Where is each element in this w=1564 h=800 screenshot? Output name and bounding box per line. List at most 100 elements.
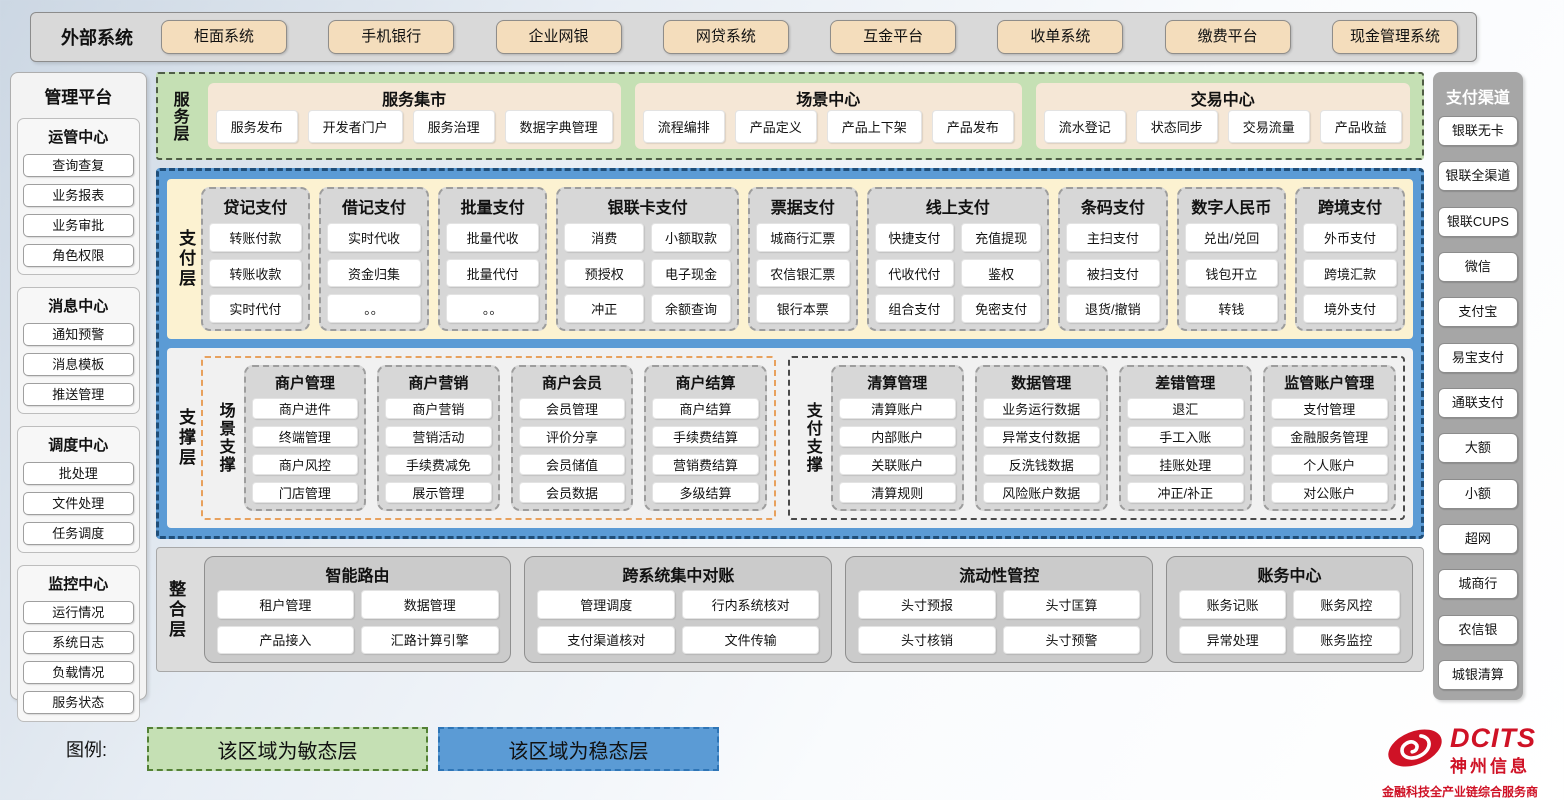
- payment-channel-button[interactable]: 支付宝: [1437, 297, 1518, 328]
- payment-channel-button[interactable]: 微信: [1437, 251, 1518, 282]
- support-item-button[interactable]: 关联账户: [838, 454, 956, 475]
- support-item-button[interactable]: 金融服务管理: [1270, 426, 1388, 447]
- external-system-button[interactable]: 缴费平台: [1164, 20, 1291, 54]
- payment-item-button[interactable]: 。。: [327, 294, 421, 324]
- integration-item-button[interactable]: 头寸核销: [858, 625, 996, 654]
- management-item-button[interactable]: 业务审批: [23, 214, 134, 237]
- support-item-button[interactable]: 商户营销: [385, 398, 492, 419]
- payment-item-button[interactable]: 钱包开立: [1184, 258, 1279, 288]
- payment-item-button[interactable]: 外币支付: [1303, 223, 1397, 252]
- payment-item-button[interactable]: 小额取款: [651, 223, 731, 252]
- payment-item-button[interactable]: 充值提现: [961, 223, 1042, 252]
- integration-item-button[interactable]: 异常处理: [1179, 625, 1286, 654]
- support-item-button[interactable]: 业务运行数据: [982, 398, 1100, 419]
- payment-item-button[interactable]: 电子现金: [651, 258, 731, 288]
- payment-item-button[interactable]: 组合支付: [874, 294, 955, 324]
- support-item-button[interactable]: 异常支付数据: [982, 426, 1100, 447]
- support-item-button[interactable]: 商户风控: [251, 454, 359, 475]
- external-system-button[interactable]: 企业网银: [495, 20, 622, 54]
- management-item-button[interactable]: 负载情况: [23, 661, 134, 684]
- support-item-button[interactable]: 营销费结算: [652, 454, 759, 475]
- integration-item-button[interactable]: 文件传输: [681, 625, 820, 654]
- payment-item-button[interactable]: 被扫支付: [1066, 258, 1160, 288]
- integration-item-button[interactable]: 账务监控: [1293, 625, 1400, 654]
- integration-item-button[interactable]: 头寸预警: [1002, 625, 1141, 654]
- support-item-button[interactable]: 手续费减免: [385, 454, 492, 475]
- support-item-button[interactable]: 手工入账: [1126, 426, 1244, 447]
- integration-item-button[interactable]: 行内系统核对: [681, 590, 820, 619]
- service-item-button[interactable]: 流程编排: [642, 110, 725, 143]
- service-item-button[interactable]: 交易流量: [1227, 110, 1310, 143]
- external-system-button[interactable]: 网贷系统: [662, 20, 789, 54]
- management-item-button[interactable]: 文件处理: [23, 492, 134, 515]
- payment-item-button[interactable]: 转账付款: [208, 223, 303, 252]
- external-system-button[interactable]: 收单系统: [997, 20, 1124, 54]
- management-item-button[interactable]: 服务状态: [23, 691, 134, 714]
- support-item-button[interactable]: 退汇: [1126, 398, 1244, 419]
- support-item-button[interactable]: 清算规则: [838, 482, 956, 503]
- payment-item-button[interactable]: 主扫支付: [1066, 223, 1160, 252]
- payment-item-button[interactable]: 城商行汇票: [755, 223, 850, 252]
- support-item-button[interactable]: 手续费结算: [652, 426, 759, 447]
- integration-item-button[interactable]: 账务风控: [1293, 590, 1400, 619]
- service-item-button[interactable]: 数据字典管理: [504, 110, 613, 143]
- payment-channel-button[interactable]: 易宝支付: [1437, 342, 1518, 373]
- payment-channel-button[interactable]: 城商行: [1437, 569, 1518, 600]
- payment-item-button[interactable]: 境外支付: [1303, 294, 1397, 324]
- support-item-button[interactable]: 风险账户数据: [982, 482, 1100, 503]
- integration-item-button[interactable]: 支付渠道核对: [537, 625, 675, 654]
- integration-item-button[interactable]: 管理调度: [537, 590, 675, 619]
- payment-channel-button[interactable]: 小额: [1437, 478, 1518, 509]
- payment-item-button[interactable]: 银行本票: [755, 294, 850, 324]
- service-item-button[interactable]: 服务治理: [412, 110, 495, 143]
- support-item-button[interactable]: 评价分享: [518, 426, 626, 447]
- payment-item-button[interactable]: 退货/撤销: [1066, 294, 1160, 324]
- payment-item-button[interactable]: 转钱: [1184, 294, 1279, 324]
- support-item-button[interactable]: 终端管理: [251, 426, 359, 447]
- service-item-button[interactable]: 流水登记: [1043, 110, 1126, 143]
- support-item-button[interactable]: 多级结算: [652, 482, 759, 503]
- payment-item-button[interactable]: 资金归集: [327, 258, 421, 288]
- service-item-button[interactable]: 产品收益: [1319, 110, 1402, 143]
- support-item-button[interactable]: 反洗钱数据: [982, 454, 1100, 475]
- service-item-button[interactable]: 产品上下架: [826, 110, 922, 143]
- support-item-button[interactable]: 会员储值: [518, 454, 626, 475]
- payment-item-button[interactable]: 农信银汇票: [755, 258, 850, 288]
- integration-item-button[interactable]: 数据管理: [361, 590, 499, 619]
- payment-channel-button[interactable]: 农信银: [1437, 614, 1518, 645]
- payment-channel-button[interactable]: 城银清算: [1437, 659, 1518, 690]
- management-item-button[interactable]: 系统日志: [23, 631, 134, 654]
- support-item-button[interactable]: 商户结算: [652, 398, 759, 419]
- management-item-button[interactable]: 通知预警: [23, 323, 134, 346]
- payment-item-button[interactable]: 冲正: [564, 294, 645, 324]
- payment-channel-button[interactable]: 银联无卡: [1437, 116, 1518, 146]
- payment-item-button[interactable]: 。。: [445, 294, 540, 324]
- service-item-button[interactable]: 产品发布: [931, 110, 1014, 143]
- support-item-button[interactable]: 会员数据: [518, 482, 626, 503]
- payment-item-button[interactable]: 实时代付: [208, 294, 303, 324]
- payment-item-button[interactable]: 转账收款: [208, 258, 303, 288]
- service-item-button[interactable]: 服务发布: [215, 110, 298, 143]
- integration-item-button[interactable]: 汇路计算引擎: [361, 625, 499, 654]
- support-item-button[interactable]: 展示管理: [385, 482, 492, 503]
- management-item-button[interactable]: 推送管理: [23, 383, 134, 406]
- service-item-button[interactable]: 状态同步: [1135, 110, 1218, 143]
- integration-item-button[interactable]: 账务记账: [1179, 590, 1286, 619]
- external-system-button[interactable]: 柜面系统: [161, 20, 287, 54]
- payment-channel-button[interactable]: 大额: [1437, 433, 1518, 464]
- support-item-button[interactable]: 对公账户: [1270, 482, 1388, 503]
- payment-item-button[interactable]: 免密支付: [961, 294, 1042, 324]
- payment-item-button[interactable]: 鉴权: [961, 258, 1042, 288]
- management-item-button[interactable]: 角色权限: [23, 244, 134, 267]
- payment-item-button[interactable]: 预授权: [564, 258, 645, 288]
- payment-channel-button[interactable]: 通联支付: [1437, 387, 1518, 418]
- integration-item-button[interactable]: 头寸匡算: [1002, 590, 1141, 619]
- payment-channel-button[interactable]: 银联全渠道: [1437, 161, 1518, 192]
- integration-item-button[interactable]: 头寸预报: [858, 590, 996, 619]
- support-item-button[interactable]: 支付管理: [1270, 398, 1388, 419]
- support-item-button[interactable]: 冲正/补正: [1126, 482, 1244, 503]
- support-item-button[interactable]: 营销活动: [385, 426, 492, 447]
- management-item-button[interactable]: 任务调度: [23, 522, 134, 545]
- service-item-button[interactable]: 产品定义: [734, 110, 817, 143]
- payment-item-button[interactable]: 余额查询: [651, 294, 731, 324]
